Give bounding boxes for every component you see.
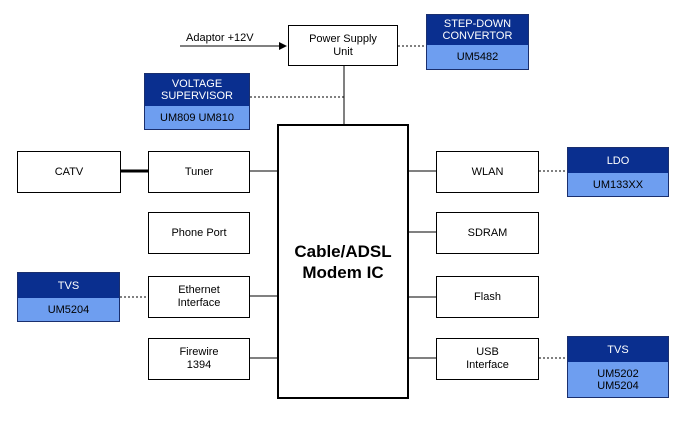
catv-block: CATV (17, 151, 121, 193)
adaptor-arrow-head (279, 42, 287, 50)
modem-ic-block: Cable/ADSL Modem IC (277, 124, 409, 399)
ldo-part: LDO UM133XX (567, 147, 669, 197)
ldo-title: LDO (568, 148, 668, 173)
tvs-right-title: TVS (568, 337, 668, 362)
tuner-block: Tuner (148, 151, 250, 193)
voltage-supervisor-part-number: UM809 UM810 (145, 106, 249, 129)
power-supply-block: Power Supply Unit (288, 25, 398, 66)
tvs-left-part: TVS UM5204 (17, 272, 120, 322)
tvs-left-part-number: UM5204 (18, 298, 119, 321)
tvs-left-title: TVS (18, 273, 119, 298)
ldo-part-number: UM133XX (568, 173, 668, 196)
wlan-block: WLAN (436, 151, 539, 193)
step-down-part: STEP-DOWN CONVERTOR UM5482 (426, 14, 529, 70)
adaptor-label: Adaptor +12V (186, 32, 254, 44)
phone-port-block: Phone Port (148, 212, 250, 254)
usb-interface-block: USB Interface (436, 338, 539, 380)
step-down-title: STEP-DOWN CONVERTOR (427, 15, 528, 45)
voltage-supervisor-part: VOLTAGE SUPERVISOR UM809 UM810 (144, 73, 250, 130)
flash-block: Flash (436, 276, 539, 318)
sdram-block: SDRAM (436, 212, 539, 254)
step-down-part-number: UM5482 (427, 45, 528, 69)
tvs-right-part: TVS UM5202 UM5204 (567, 336, 669, 398)
tvs-right-part-number: UM5202 UM5204 (568, 362, 668, 397)
firewire-block: Firewire 1394 (148, 338, 250, 380)
ethernet-interface-block: Ethernet Interface (148, 276, 250, 318)
voltage-supervisor-title: VOLTAGE SUPERVISOR (145, 74, 249, 106)
